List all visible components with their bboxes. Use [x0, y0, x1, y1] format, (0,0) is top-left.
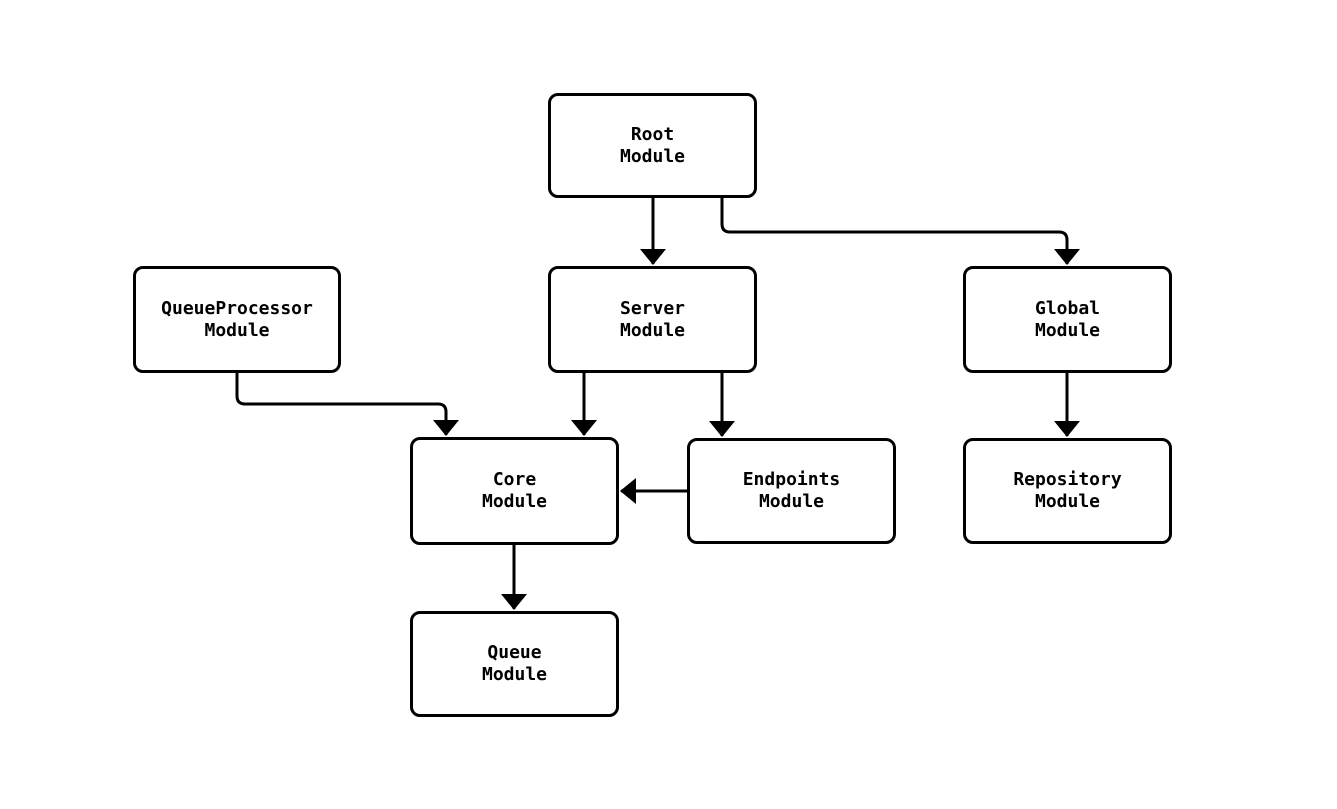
node-queueprocessor-module: QueueProcessor Module [133, 266, 341, 373]
node-global-module: Global Module [963, 266, 1172, 373]
node-root-module: Root Module [548, 93, 757, 198]
node-server-module-label: Server Module [619, 297, 686, 341]
node-repository-module-label: Repository Module [1013, 469, 1122, 512]
node-core-module-label: Core Module [481, 469, 548, 512]
node-repository-module: Repository Module [963, 438, 1172, 544]
node-root-module-label: Root Module [619, 123, 686, 167]
node-core-module: Core Module [410, 437, 619, 545]
node-global-module-label: Global Module [1034, 297, 1101, 341]
node-server-module: Server Module [548, 266, 757, 373]
node-queueprocessor-module-label: QueueProcessor Module [161, 297, 313, 341]
node-queue-module-label: Queue Module [481, 642, 548, 685]
node-endpoints-module-label: Endpoints Module [742, 469, 841, 512]
edge-root-to-global-arrow [720, 198, 1080, 265]
node-endpoints-module: Endpoints Module [687, 438, 896, 544]
node-queue-module: Queue Module [410, 611, 619, 717]
edge-queueprocessor-to-core-arrow [235, 373, 459, 436]
